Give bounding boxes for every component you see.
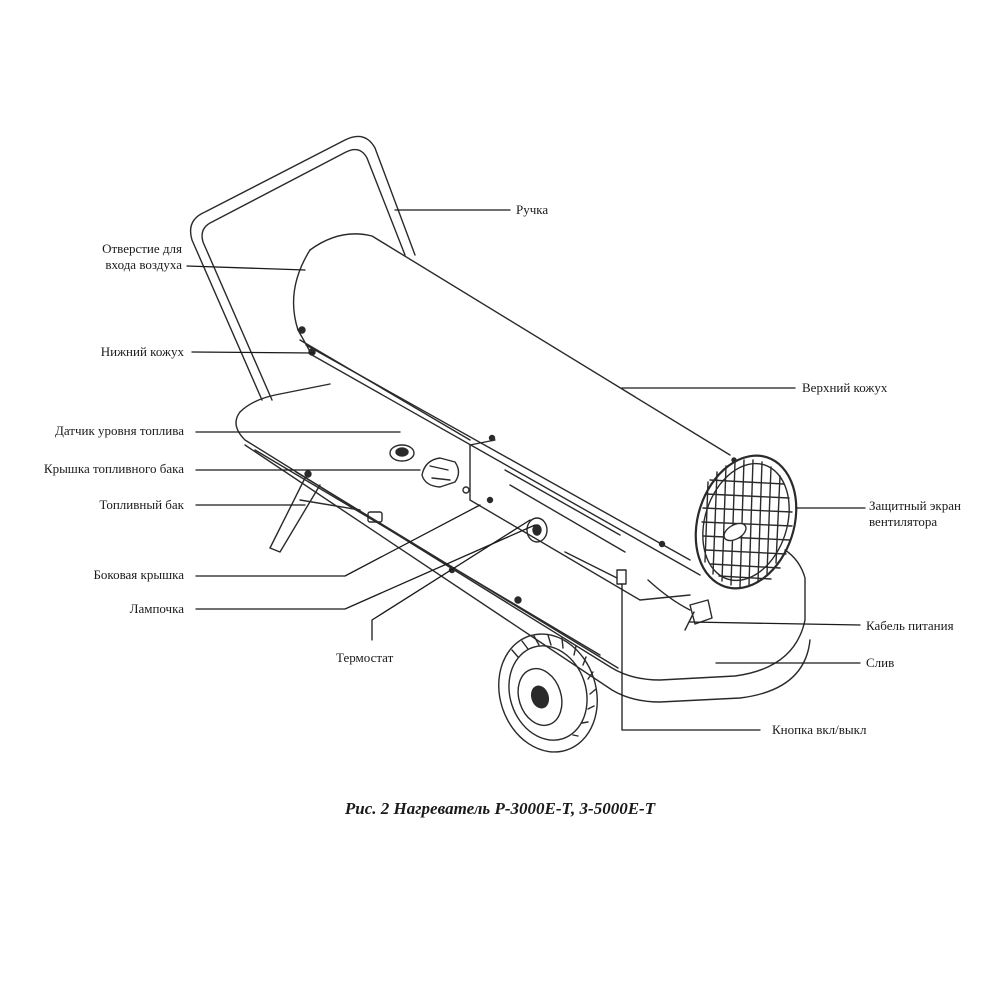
label-fan-guard: Защитный экран вентилятора xyxy=(869,498,961,530)
label-air-inlet: Отверстие для входа воздуха xyxy=(40,241,182,273)
handle-frame xyxy=(189,135,416,401)
support-leg xyxy=(269,477,361,553)
lamp xyxy=(526,517,548,543)
label-side-cover: Боковая крышка xyxy=(93,567,184,582)
label-air-inlet-line2: входа воздуха xyxy=(105,257,182,272)
main-cylinder xyxy=(292,233,731,576)
label-fan-guard-line1: Защитный экран xyxy=(869,498,961,513)
fan-guard xyxy=(694,454,798,590)
label-fuel-tank-cap: Крышка топливного бака xyxy=(43,461,184,476)
fuel-tank-cap xyxy=(421,457,470,494)
label-fuel-tank: Топливный бак xyxy=(99,497,184,512)
label-lower-casing: Нижний кожух xyxy=(100,344,184,359)
label-power-button: Кнопка вкл/выкл xyxy=(772,722,867,737)
label-fuel-level-sensor: Датчик уровня топлива xyxy=(54,423,184,438)
side-panel xyxy=(469,434,691,601)
wheel xyxy=(498,633,598,753)
label-power-cable: Кабель питания xyxy=(866,618,954,633)
label-handle: Ручка xyxy=(516,202,549,217)
label-lamp: Лампочка xyxy=(129,601,184,616)
label-fan-guard-line2: вентилятора xyxy=(869,514,938,529)
fuel-level-sensor xyxy=(389,444,415,462)
power-button-part xyxy=(564,551,627,585)
figure-caption: Рис. 2 Нагреватель Р-3000Е-Т, 3-5000Е-Т xyxy=(344,799,656,818)
label-thermostat: Термостат xyxy=(336,650,394,665)
label-air-inlet-line1: Отверстие для xyxy=(102,241,182,256)
label-drain: Слив xyxy=(866,655,895,670)
leader-lines xyxy=(186,209,866,731)
fuel-tank-outline xyxy=(235,383,811,703)
label-upper-casing: Верхний кожух xyxy=(802,380,888,395)
tank-fittings xyxy=(304,470,522,604)
power-cable-part xyxy=(647,579,713,631)
